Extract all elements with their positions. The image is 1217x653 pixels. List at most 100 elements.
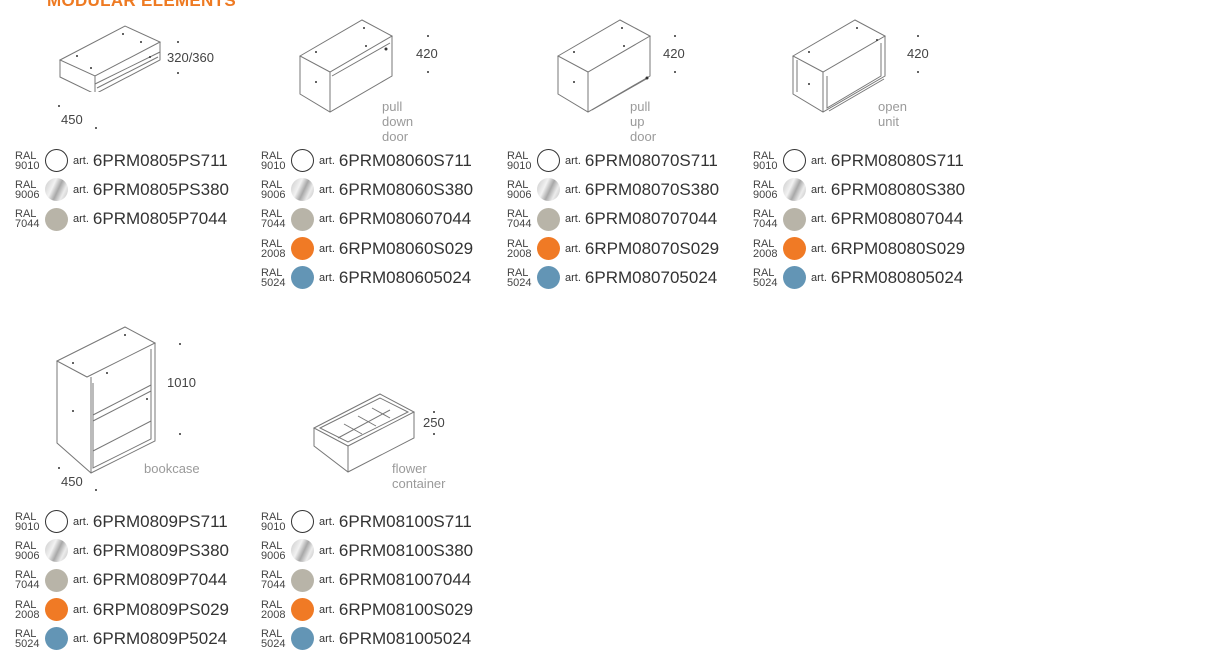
- dimension-height: 420: [907, 46, 929, 61]
- article-code: 6PRM0809PS711: [92, 511, 228, 531]
- product-caption: open unit: [878, 99, 907, 129]
- article-code: 6PRM081007044: [338, 570, 472, 590]
- bookcase-drawing: [55, 326, 157, 474]
- article-code: 6RPM0809PS029: [92, 599, 229, 619]
- article-code: 6RPM08100S029: [338, 599, 474, 619]
- dimension-marker: [433, 411, 435, 413]
- art-label: art.: [319, 154, 335, 167]
- art-label: art.: [319, 544, 335, 557]
- flower-container-drawing: [312, 393, 416, 473]
- art-label: art.: [319, 271, 335, 284]
- dimension-marker: [917, 35, 919, 37]
- color-swatch: [291, 266, 314, 290]
- dimension-marker: [427, 35, 429, 37]
- drawer-unit-drawing: [58, 25, 162, 92]
- dimension-marker: [674, 71, 676, 73]
- article-code: 6PRM0809PS380: [92, 540, 229, 560]
- color-swatch: [45, 207, 68, 231]
- color-swatch: [783, 149, 806, 173]
- article-code: 6RPM08080S029: [830, 238, 966, 258]
- dimension-marker: [58, 467, 60, 469]
- art-label: art.: [319, 515, 335, 528]
- color-swatch: [783, 207, 806, 231]
- dimension-marker: [95, 127, 97, 129]
- dimension-height: 320/360: [167, 50, 214, 65]
- art-label: art.: [73, 154, 89, 167]
- dimension-height: 250: [423, 415, 445, 430]
- product-caption: pull down door: [382, 99, 414, 144]
- article-code: 6PRM0805PS711: [92, 150, 228, 170]
- section-heading: MODULAR ELEMENTS: [47, 0, 236, 10]
- article-code: 6RPM08060S029: [338, 238, 474, 258]
- article-code: 6RPM08070S029: [584, 238, 720, 258]
- color-swatch: [291, 149, 314, 173]
- color-swatch: [291, 539, 314, 563]
- art-label: art.: [73, 544, 89, 557]
- art-label: art.: [565, 213, 581, 226]
- dimension-height: 1010: [167, 375, 196, 390]
- art-label: art.: [565, 154, 581, 167]
- color-swatch: [783, 266, 806, 290]
- color-swatch: [291, 237, 314, 261]
- color-swatch: [291, 207, 314, 231]
- article-code: 6PRM0805P7044: [92, 209, 228, 229]
- color-swatch: [45, 149, 68, 173]
- color-swatch: [45, 178, 68, 202]
- dimension-marker: [433, 433, 435, 435]
- dimension-marker: [427, 71, 429, 73]
- article-code: 6PRM08100S711: [338, 511, 472, 531]
- article-code: 6PRM08060S711: [338, 150, 472, 170]
- dimension-marker: [179, 433, 181, 435]
- article-code: 6PRM08100S380: [338, 540, 474, 560]
- color-swatch: [537, 266, 560, 290]
- dimension-marker: [95, 489, 97, 491]
- article-code: 6PRM080807044: [830, 209, 964, 229]
- article-code: 6PRM08080S711: [830, 150, 964, 170]
